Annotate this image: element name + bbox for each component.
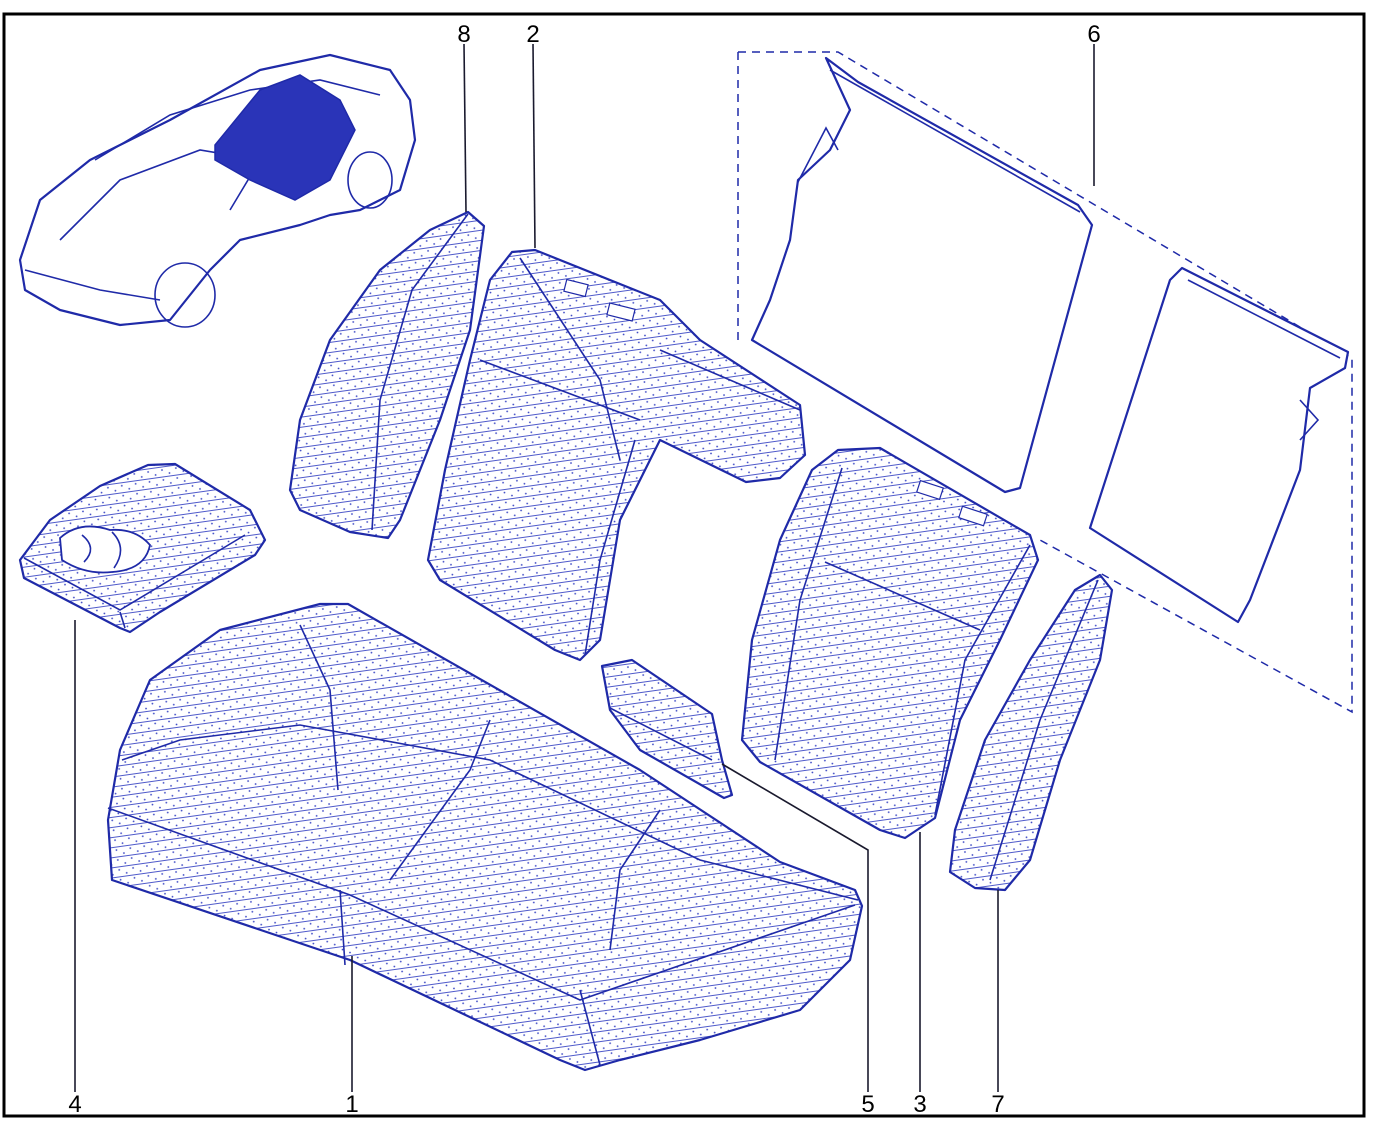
side-bolster-left [288,210,486,540]
callout-4: 4 [68,1091,81,1118]
leader-8 [463,43,467,213]
exploded-guide-6 [737,51,1353,714]
callout-3: 3 [913,1091,926,1118]
car-silhouette [18,53,417,328]
backrest-large [426,248,807,662]
diagram-frame [2,12,1366,1118]
callout-2: 2 [526,21,539,48]
trim-piece [600,658,734,800]
leader-2 [532,43,536,249]
callout-7: 7 [991,1091,1004,1118]
callout-8: 8 [457,21,470,48]
callout-1: 1 [345,1091,358,1118]
callout-labels: 8 2 6 4 1 5 3 7 [68,21,1100,1118]
leader-lines [74,43,1095,1092]
seat-cushion [106,602,864,1072]
backrest-panels [750,56,1350,624]
armrest-cupholder [18,462,267,634]
backrest-small [740,446,1040,840]
callout-6: 6 [1087,21,1100,48]
callout-5: 5 [861,1091,874,1118]
leader-5 [721,763,869,1092]
side-bolster-right [948,573,1114,892]
